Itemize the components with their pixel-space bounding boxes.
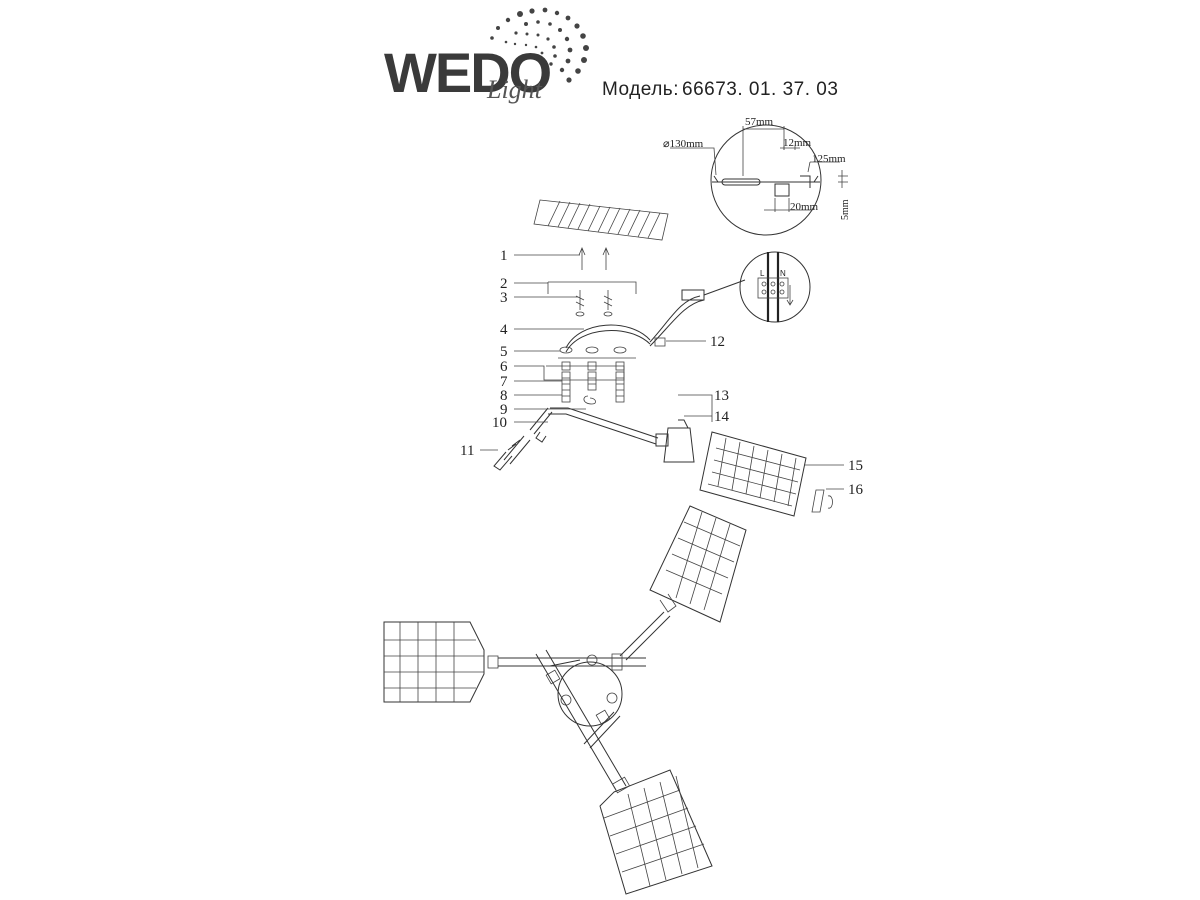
assembled-view xyxy=(383,505,747,895)
callout-5: 5 xyxy=(500,344,508,360)
callout-9: 9 xyxy=(500,402,508,418)
callout-1: 1 xyxy=(500,248,508,264)
terminal-n-label: N xyxy=(780,269,786,278)
callout-15: 15 xyxy=(848,458,863,474)
dim-5mm: 5mm xyxy=(840,199,851,220)
assembled-shade-left xyxy=(383,621,499,703)
logo-script-text: Light xyxy=(486,75,543,104)
callout-10: 10 xyxy=(492,415,507,431)
model-label: Модель: xyxy=(602,79,679,100)
callout-2: 2 xyxy=(500,276,508,292)
mounting-plate xyxy=(565,279,746,353)
mounting-plate-detail: ⌀130mm 57mm 12mm 125mm 20mm 5mm xyxy=(663,116,851,236)
callout-16: 16 xyxy=(848,482,864,498)
screws-and-anchors xyxy=(547,246,637,317)
callout-labels: 1 2 3 4 5 6 7 8 9 10 11 12 13 14 15 16 xyxy=(460,248,864,498)
dim-125mm: 125mm xyxy=(812,153,846,165)
callout-6: 6 xyxy=(500,359,508,375)
dim-57mm: 57mm xyxy=(745,116,774,128)
callout-11: 11 xyxy=(460,443,474,459)
hub-ring xyxy=(557,661,623,727)
callout-13: 13 xyxy=(714,388,729,404)
terminal-block xyxy=(654,337,666,347)
lamp-arm-exploded xyxy=(493,407,695,471)
callout-8: 8 xyxy=(500,388,508,404)
shade-weave-pattern xyxy=(707,437,801,507)
detail-circle xyxy=(710,124,822,236)
callout-4: 4 xyxy=(500,322,508,338)
logo-brand-text: WEDO xyxy=(384,41,551,104)
dim-12mm: 12mm xyxy=(783,137,812,149)
callout-3: 3 xyxy=(500,290,508,306)
lamp-shade-exploded xyxy=(699,431,807,517)
assembled-shade-lower xyxy=(599,769,713,895)
model-number: 66673. 01. 37. 03 xyxy=(682,79,838,100)
wiring-detail: L N xyxy=(739,251,811,323)
terminal-l-label: L xyxy=(760,269,765,278)
wiring-detail-circle xyxy=(739,251,811,323)
logo-swirl-dots xyxy=(490,7,589,83)
callout-12: 12 xyxy=(710,334,725,350)
dim-diameter: ⌀130mm xyxy=(663,138,704,150)
callout-14: 14 xyxy=(714,409,730,425)
callout-leaders xyxy=(480,254,844,490)
dim-20mm: 20mm xyxy=(790,201,819,213)
assembled-shade-upper xyxy=(649,505,747,623)
end-cap xyxy=(811,489,833,513)
ceiling-hatch xyxy=(533,199,669,241)
wedo-logo: WEDO Light xyxy=(384,7,589,104)
callout-7: 7 xyxy=(500,374,508,390)
